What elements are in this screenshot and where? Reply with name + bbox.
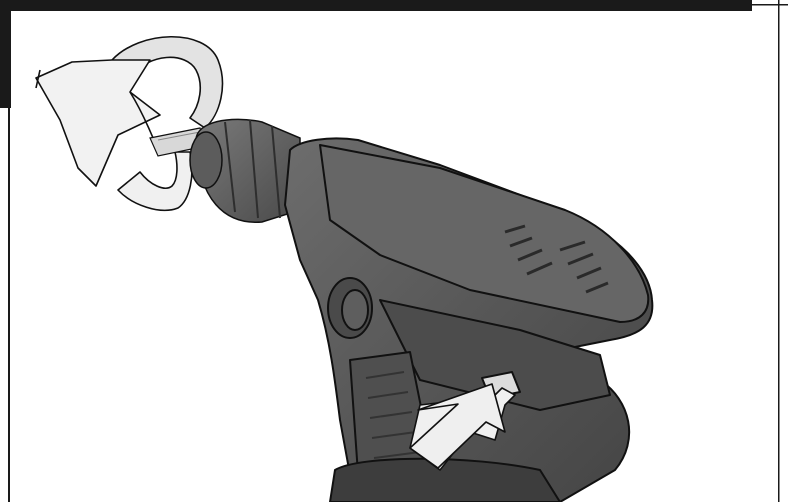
tool-body [285,138,652,502]
rotate-counterclockwise-arrow-icon [36,37,222,211]
tool-chuck [190,119,300,222]
